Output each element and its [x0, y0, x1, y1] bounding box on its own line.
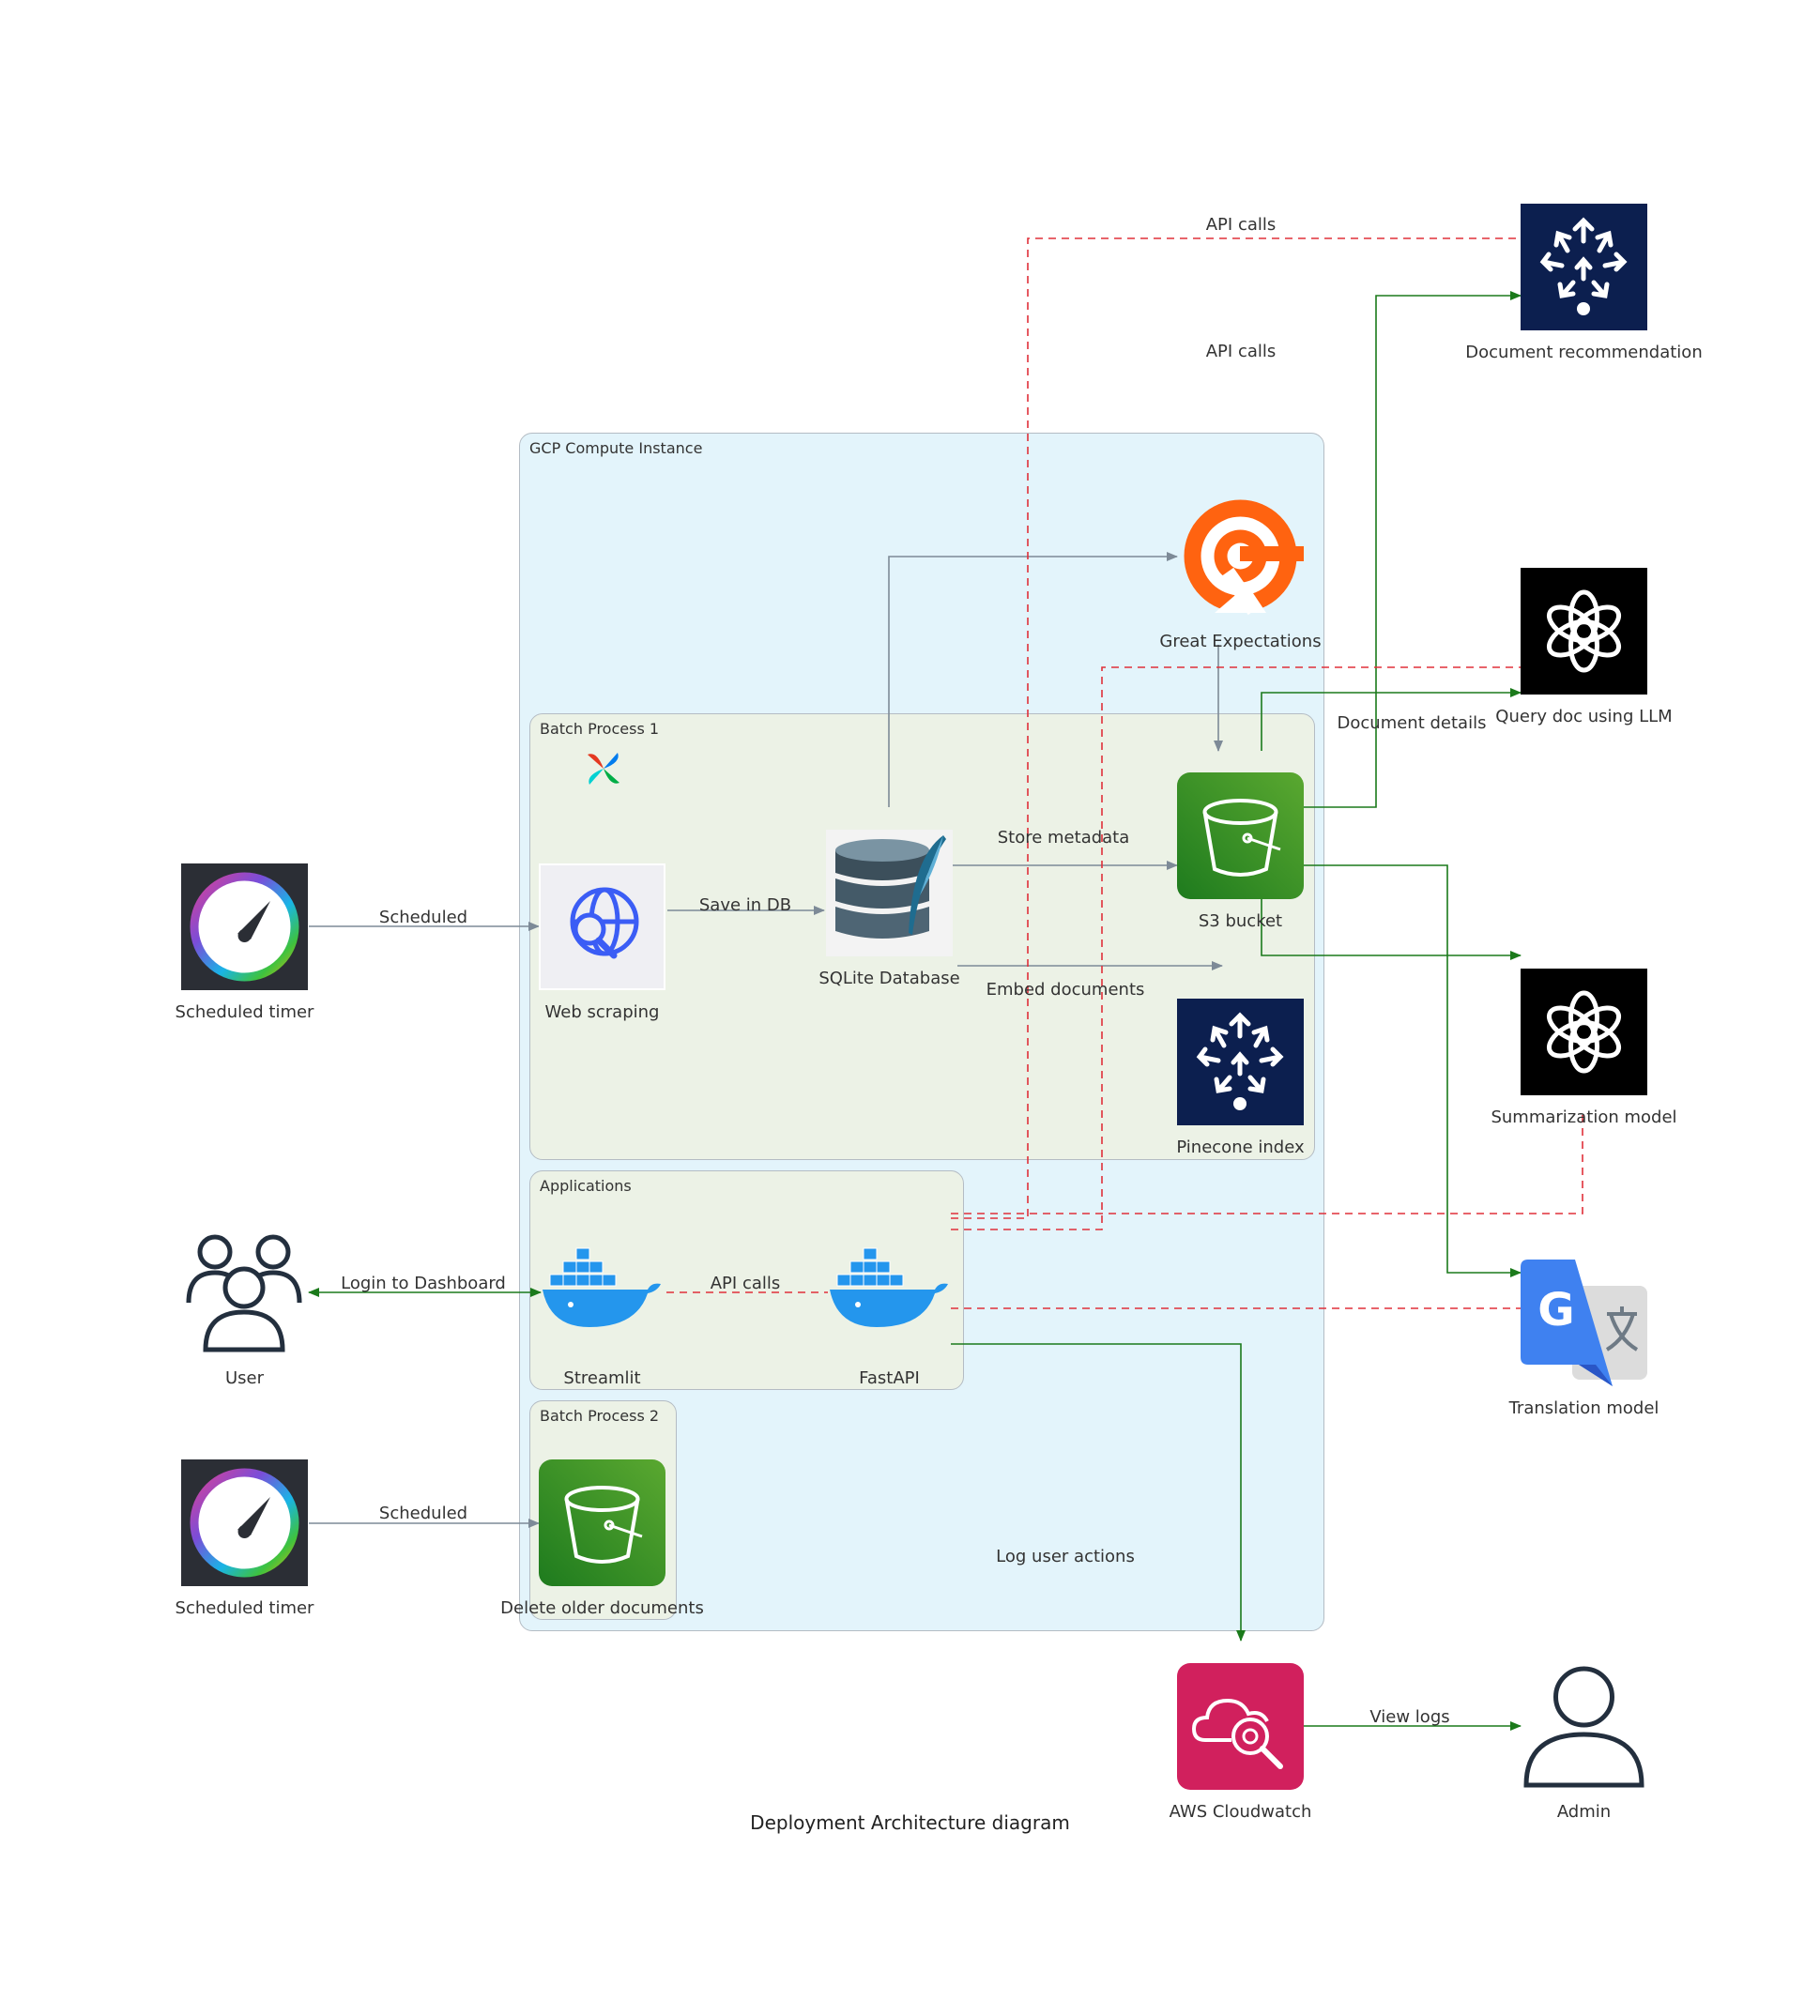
cluster-label: Batch Process 1	[540, 720, 660, 738]
fastapi-node[interactable]: FastAPI	[826, 1229, 953, 1388]
query-doc-llm-node[interactable]: Query doc using LLM	[1495, 568, 1673, 726]
node-label: AWS Cloudwatch	[1169, 1802, 1312, 1822]
node-label: Translation model	[1508, 1398, 1659, 1418]
edge-label-store-metadata: Store metadata	[997, 828, 1130, 848]
node-label: S3 bucket	[1198, 911, 1283, 931]
edge-s3-query	[1261, 688, 1522, 751]
bucket-icon	[1177, 772, 1304, 899]
docker-icon	[826, 1229, 953, 1356]
edge-s3-summarization	[1261, 899, 1522, 960]
web-search-icon	[539, 863, 665, 990]
node-label: Scheduled timer	[175, 1002, 314, 1022]
edge-label-scheduled: Scheduled	[378, 908, 468, 927]
delete-older-documents-node[interactable]: Delete older documents	[500, 1459, 704, 1618]
node-label: Great Expectations	[1159, 632, 1322, 651]
edge-fastapi-cloudwatch	[951, 1343, 1246, 1642]
openai-icon	[1521, 568, 1647, 695]
edge-label-login-dashboard: Login to Dashboard	[341, 1274, 506, 1293]
airflow-icon	[584, 749, 623, 788]
node-label: SQLite Database	[818, 969, 960, 988]
edge-s3-docrec	[1303, 291, 1522, 808]
sqlite-icon	[826, 830, 953, 956]
document-recommendation-node[interactable]: Document recommendation	[1465, 204, 1703, 362]
edge-label-save-in-db: Save in DB	[698, 895, 792, 915]
edge-label-api-calls: API calls	[1205, 342, 1277, 361]
bucket-icon	[539, 1459, 665, 1586]
edge-label-scheduled: Scheduled	[378, 1504, 468, 1523]
cloudwatch-icon	[1177, 1663, 1304, 1790]
translation-model-node[interactable]: G Translation model	[1509, 1260, 1659, 1418]
summarization-model-node[interactable]: Summarization model	[1491, 969, 1677, 1127]
edge-label-api-calls: API calls	[710, 1274, 781, 1293]
edge-fastapi-docrec	[951, 237, 1521, 1219]
pinecone-icon	[1177, 999, 1304, 1125]
scheduled-timer-node[interactable]: Scheduled timer	[176, 863, 314, 1022]
node-label: User	[224, 1368, 265, 1388]
edge-label-document-details: Document details	[1337, 713, 1487, 733]
great-expectations-icon	[1177, 493, 1306, 619]
s3-bucket-node[interactable]: S3 bucket	[1177, 772, 1304, 931]
edge-sqlite-ge	[888, 552, 1178, 807]
admin-node[interactable]: Admin	[1521, 1663, 1647, 1822]
diagram-title: Deployment Architecture diagram	[750, 1811, 1070, 1834]
node-label: Query doc using LLM	[1495, 707, 1673, 726]
node-label: Web scraping	[544, 1002, 660, 1022]
node-label: Streamlit	[563, 1368, 641, 1388]
node-label: FastAPI	[859, 1368, 920, 1388]
svg-text:G: G	[1537, 1284, 1574, 1336]
node-label: Pinecone index	[1176, 1138, 1305, 1157]
web-scraping-node[interactable]: Web scraping	[539, 863, 665, 1022]
google-translate-icon: G	[1521, 1260, 1647, 1386]
edge-s3-translation	[1303, 864, 1522, 1277]
edge-label-log-user-actions: Log user actions	[996, 1547, 1135, 1566]
cluster-label: GCP Compute Instance	[529, 439, 703, 457]
edge-fastapi-summarization	[951, 1115, 1583, 1214]
speedometer-icon	[181, 863, 308, 990]
aws-cloudwatch-node[interactable]: AWS Cloudwatch	[1170, 1663, 1311, 1822]
node-label: Delete older documents	[500, 1598, 704, 1618]
user-node[interactable]: User	[181, 1229, 308, 1388]
node-label: Scheduled timer	[175, 1598, 314, 1618]
cluster-label: Applications	[540, 1177, 632, 1195]
edge-label-api-calls: API calls	[1205, 215, 1277, 235]
edge-fastapi-query	[951, 666, 1521, 1230]
openai-icon	[1521, 969, 1647, 1095]
sqlite-database-node[interactable]: SQLite Database	[818, 830, 960, 988]
node-label: Admin	[1556, 1802, 1612, 1822]
edge-label-view-logs: View logs	[1369, 1707, 1450, 1727]
node-label: Document recommendation	[1465, 343, 1703, 362]
user-icon	[1521, 1663, 1647, 1790]
users-icon	[181, 1229, 308, 1356]
pinecone-icon	[1521, 204, 1647, 330]
scheduled-timer-node[interactable]: Scheduled timer	[176, 1459, 314, 1618]
speedometer-icon	[181, 1459, 308, 1586]
edge-label-embed-documents: Embed documents	[986, 980, 1145, 1000]
cluster-label: Batch Process 2	[540, 1407, 660, 1425]
node-label: Summarization model	[1491, 1107, 1677, 1127]
great-expectations-node[interactable]: Great Expectations	[1159, 493, 1322, 651]
pinecone-index-node[interactable]: Pinecone index	[1176, 999, 1305, 1157]
docker-icon	[539, 1229, 665, 1356]
streamlit-node[interactable]: Streamlit	[539, 1229, 665, 1388]
